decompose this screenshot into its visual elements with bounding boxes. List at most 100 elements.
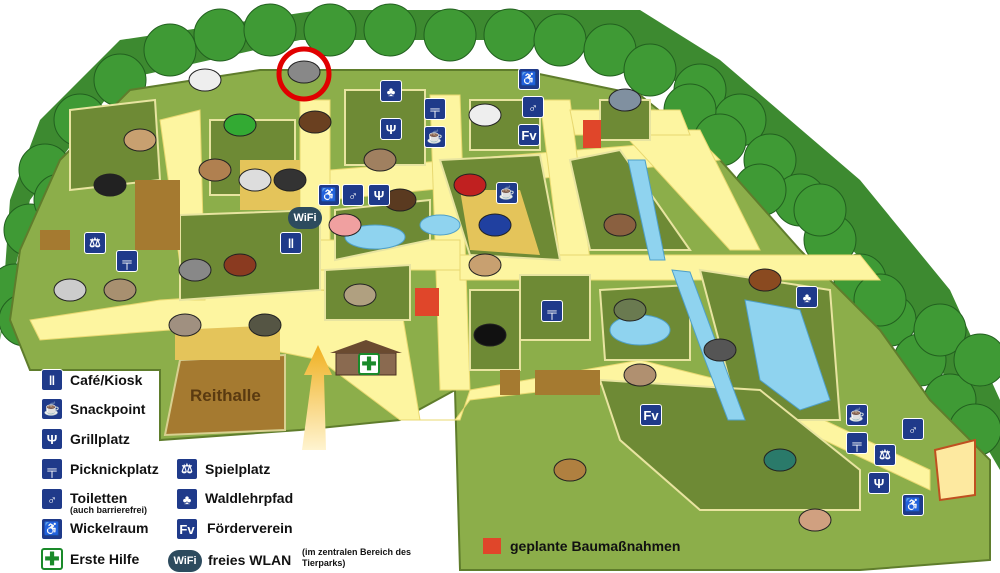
legend-wifi-note: (im zentralen Bereich des Tierparks) [302,547,412,568]
tree [423,8,477,62]
red-ruffed-lemur-figure [223,253,257,277]
legend-foerderverein: Förderverein [207,520,293,536]
picnic-icon: ╤ [41,458,63,480]
tree [853,273,907,327]
cafe-icon: ‖ [41,369,63,391]
legend-toilets: Toiletten(auch barrierefrei) [70,490,147,515]
picnic-icon[interactable]: ╤ [846,432,868,454]
tree [243,3,297,57]
chipmunk-figure [623,363,657,387]
emu-figure [363,148,397,172]
grill-icon: Ψ [41,428,63,450]
armadillo-figure [168,313,202,337]
flamingo-figure [328,213,362,237]
highlight-circle [276,46,332,102]
house-mascot [933,438,976,502]
hornbill-figure [273,168,307,192]
tree [793,183,847,237]
forest-trail-icon[interactable]: ♣ [796,286,818,308]
legend-playground: Spielplatz [205,461,271,477]
foerderverein-icon[interactable]: Fv [518,124,540,146]
legend-first-aid: Erste Hilfe [70,551,140,567]
baby-change-icon[interactable]: ♿ [318,184,340,206]
goat-figure [103,278,137,302]
animals [53,60,832,532]
goat-figure [298,110,332,134]
picnic-icon[interactable]: ╤ [424,98,446,120]
parrot-figure [223,113,257,137]
grill-icon[interactable]: Ψ [380,118,402,140]
turtle-figure [613,298,647,322]
tree [303,3,357,57]
marmoset-figure [248,313,282,337]
playground-icon[interactable]: ⚖ [84,232,106,254]
tree [913,303,967,357]
crowned-pigeon-figure [478,213,512,237]
tree [483,8,537,62]
playground-icon[interactable]: ⚖ [874,444,896,466]
forest-trail-icon: ♣ [176,488,198,510]
rabbit-figure [238,168,272,192]
entrance-arrow [302,345,332,450]
baby-change-icon[interactable]: ♿ [518,68,540,90]
bird-figure [608,88,642,112]
tree [953,333,1000,387]
baby-change-icon[interactable]: ♿ [902,494,924,516]
forest-trail-icon[interactable]: ♣ [380,80,402,102]
antelope-figure [123,128,157,152]
planned-construction [415,120,601,316]
reithalle-label: Reithalle [190,386,261,405]
snack-icon[interactable]: ☕ [496,182,518,204]
peacock-figure [763,448,797,472]
wifi-icon: WiFi [168,550,202,572]
legend-grill: Grillplatz [70,431,130,447]
legend-construction: geplante Baumaßnahmen [510,538,681,554]
macaw-figure [453,173,487,197]
alpaca-figure [798,508,832,532]
construction-swatch [483,538,501,554]
first-aid-icon[interactable]: ✚ [358,353,380,375]
kangaroo-figure [603,213,637,237]
toilet-icon: ♂ [41,488,63,510]
toilet-icon[interactable]: ♂ [522,96,544,118]
legend-wifi: freies WLAN [208,552,292,568]
baby-change-icon: ♿ [41,518,63,540]
grill-icon[interactable]: Ψ [368,184,390,206]
legend-cafe: Café/Kiosk [70,372,143,388]
meerkat-figure [468,253,502,277]
cafe-icon[interactable]: ‖ [280,232,302,254]
macaque-figure [53,278,87,302]
snack-icon[interactable]: ☕ [424,126,446,148]
picnic-icon[interactable]: ╤ [541,300,563,322]
coati-figure [343,283,377,307]
lemur-figure [178,258,212,282]
tree [363,3,417,57]
foerderverein-icon: Fv [176,518,198,540]
donkey-figure [287,60,321,84]
dirt-areas [40,180,600,437]
legend-snackpoint: Snackpoint [70,401,146,417]
snack-icon[interactable]: ☕ [846,404,868,426]
tree [143,23,197,77]
toilet-icon[interactable]: ♂ [342,184,364,206]
snack-icon: ☕ [41,398,63,420]
tree [623,43,677,97]
grill-icon[interactable]: Ψ [868,472,890,494]
tree [533,13,587,67]
monkey-figure [198,158,232,182]
legend-toilets-label: Toiletten [70,490,128,506]
zebra-figure [188,68,222,92]
picnic-icon[interactable]: ╤ [116,250,138,272]
first-aid-icon: ✚ [41,548,63,570]
gorilla-figure [473,323,507,347]
camel-figure [553,458,587,482]
skunk-figure [468,103,502,127]
playground-icon: ⚖ [176,458,198,480]
toilet-icon[interactable]: ♂ [902,418,924,440]
legend-forest-trail: Waldlehrpfad [205,490,294,506]
legend-toilets-note: (auch barrierefrei) [70,505,148,515]
foerderverein-icon[interactable]: Fv [640,404,662,426]
gorilla-figure [93,173,127,197]
wifi-icon: WiFi [288,207,322,229]
